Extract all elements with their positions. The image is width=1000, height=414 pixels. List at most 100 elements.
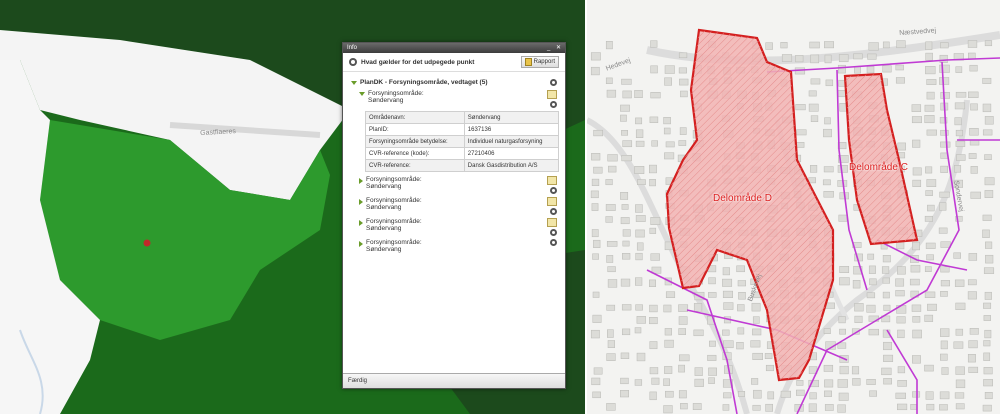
building-footprint xyxy=(954,165,962,173)
building-footprint xyxy=(707,354,717,361)
entry-node[interactable]: Forsyningsområde: Søndervang xyxy=(359,197,557,215)
entry-line2: Søndervang xyxy=(366,246,402,253)
building-footprint xyxy=(664,339,674,348)
supply-area-polygon xyxy=(40,120,330,340)
attr-key: PlanID: xyxy=(365,123,465,136)
minimize-icon[interactable]: _ xyxy=(546,45,551,51)
building-footprint xyxy=(912,329,922,339)
building-footprint xyxy=(809,41,820,49)
building-footprint xyxy=(940,291,948,297)
building-footprint xyxy=(838,392,849,401)
building-footprint xyxy=(664,152,675,160)
building-footprint xyxy=(665,141,675,148)
building-footprint xyxy=(607,279,618,288)
gas-line xyxy=(646,269,738,414)
thumbnail-icon[interactable] xyxy=(547,218,557,227)
building-footprint xyxy=(752,328,762,336)
entry-node[interactable]: Forsyningsområde: Søndervang xyxy=(359,239,557,253)
building-footprint xyxy=(868,42,879,51)
building-footprint xyxy=(723,302,734,310)
building-footprint xyxy=(750,340,761,348)
dialog-titlebar[interactable]: Info _ ✕ xyxy=(343,43,565,53)
thumbnail-icon[interactable] xyxy=(547,176,557,185)
building-footprint xyxy=(737,280,746,287)
zoom-to-icon[interactable] xyxy=(550,187,557,194)
collapse-triangle-icon[interactable] xyxy=(359,199,363,205)
building-footprint xyxy=(939,64,950,73)
entry-node[interactable]: Forsyningsområde: Søndervang xyxy=(359,90,557,108)
building-footprint xyxy=(764,353,773,359)
collapse-triangle-icon[interactable] xyxy=(359,220,363,226)
building-footprint xyxy=(982,404,992,412)
building-footprint xyxy=(825,79,834,87)
building-footprint xyxy=(882,65,892,73)
building-footprint xyxy=(984,392,993,400)
building-footprint xyxy=(882,255,891,263)
building-footprint xyxy=(984,190,994,198)
building-footprint xyxy=(955,140,966,147)
collapse-triangle-icon[interactable] xyxy=(359,178,363,184)
building-footprint xyxy=(955,366,965,375)
building-footprint xyxy=(982,103,992,113)
thumbnail-icon[interactable] xyxy=(547,90,557,99)
building-footprint xyxy=(605,41,613,50)
zoom-to-icon[interactable] xyxy=(550,208,557,215)
zoom-to-icon[interactable] xyxy=(550,239,557,246)
building-footprint xyxy=(680,90,688,98)
building-footprint xyxy=(650,92,661,99)
building-footprint xyxy=(911,304,922,312)
building-footprint xyxy=(664,77,672,86)
building-footprint xyxy=(924,215,933,222)
building-footprint xyxy=(622,229,631,237)
building-footprint xyxy=(982,129,993,136)
building-footprint xyxy=(752,404,761,411)
building-footprint xyxy=(694,378,704,387)
building-footprint xyxy=(622,253,631,260)
building-footprint xyxy=(897,266,906,275)
building-footprint xyxy=(591,178,600,186)
building-footprint xyxy=(851,328,860,335)
zoom-to-icon[interactable] xyxy=(550,229,557,236)
selected-point-marker[interactable] xyxy=(143,239,151,247)
building-footprint xyxy=(620,104,630,112)
expand-triangle-icon[interactable] xyxy=(351,80,357,85)
building-footprint xyxy=(649,317,658,325)
layer-node[interactable]: PlanDK - Forsyningsområde, vedtaget (5) xyxy=(351,79,557,86)
building-footprint xyxy=(635,129,644,138)
building-footprint xyxy=(868,328,879,336)
building-footprint xyxy=(823,166,834,173)
zoom-to-icon[interactable] xyxy=(550,101,557,108)
building-footprint xyxy=(592,314,602,323)
info-dialog[interactable]: Info _ ✕ Hvad gælder for det udpegede pu… xyxy=(342,42,566,389)
zoom-to-icon[interactable] xyxy=(550,79,557,86)
collapse-triangle-icon[interactable] xyxy=(359,241,363,247)
close-icon[interactable]: ✕ xyxy=(555,45,561,51)
layer-title: PlanDK - Forsyningsområde, vedtaget (5) xyxy=(360,79,488,86)
gas-line xyxy=(876,239,968,271)
building-footprint xyxy=(910,264,921,273)
building-footprint xyxy=(823,128,832,138)
building-footprint xyxy=(837,379,848,388)
area-d-hatch xyxy=(667,30,833,380)
report-button[interactable]: Rapport xyxy=(520,56,559,68)
building-footprint xyxy=(940,92,950,99)
building-footprint xyxy=(983,352,991,361)
building-footprint xyxy=(839,277,850,286)
attr-key: CVR-reference (kode): xyxy=(365,147,465,160)
building-footprint xyxy=(635,277,643,286)
building-footprint xyxy=(663,127,671,135)
building-footprint xyxy=(911,104,922,112)
building-footprint xyxy=(925,190,933,196)
entry-node[interactable]: Forsyningsområde: Søndervang xyxy=(359,176,557,194)
entry-node[interactable]: Forsyningsområde: Søndervang xyxy=(359,218,557,236)
right-map-panel[interactable]: Delområde D Delområde C Næstvedvej Hedev… xyxy=(587,0,1000,414)
building-footprint xyxy=(955,302,966,310)
table-row: Forsyningsområde betydelse:Individuel na… xyxy=(365,135,560,148)
building-footprint xyxy=(912,139,921,148)
building-footprint xyxy=(940,266,950,273)
building-footprint xyxy=(983,367,993,375)
building-footprint xyxy=(590,190,599,199)
expand-triangle-icon[interactable] xyxy=(359,92,365,96)
building-footprint xyxy=(985,254,994,264)
thumbnail-icon[interactable] xyxy=(547,197,557,206)
